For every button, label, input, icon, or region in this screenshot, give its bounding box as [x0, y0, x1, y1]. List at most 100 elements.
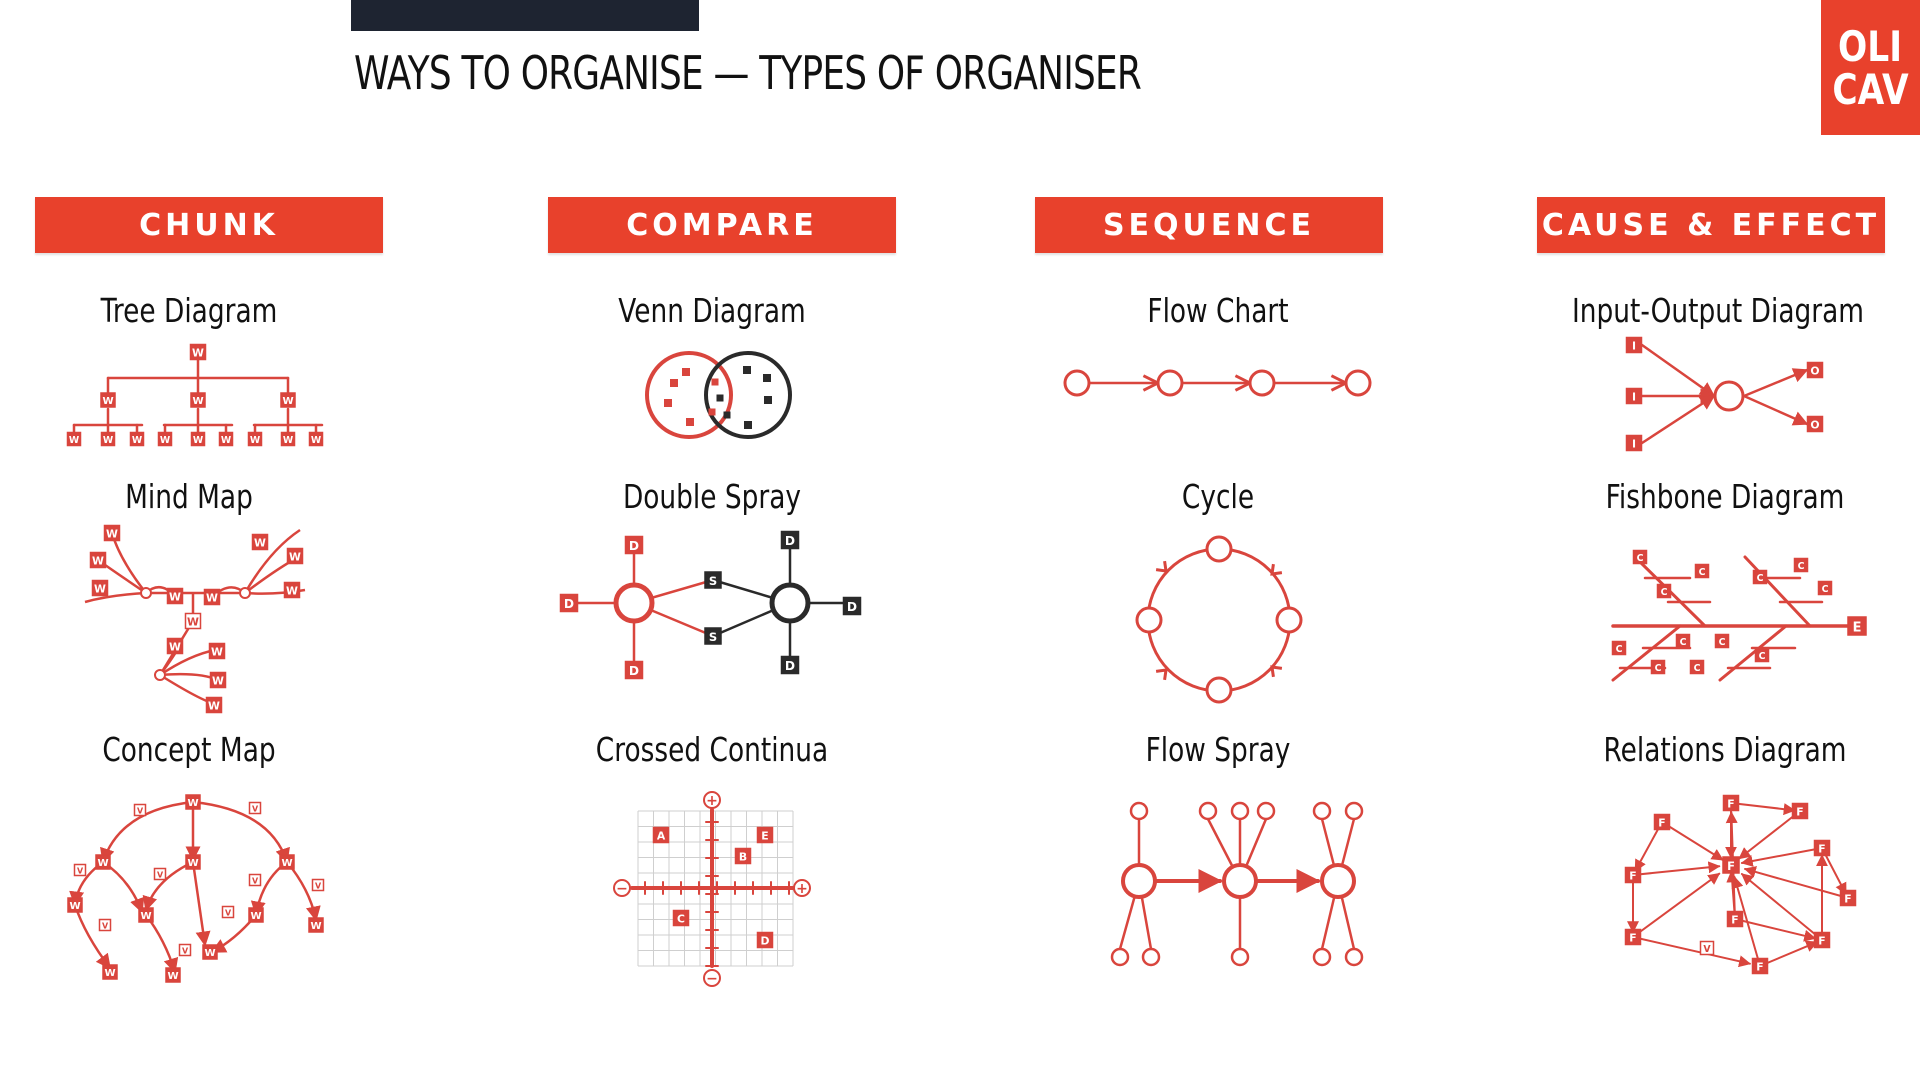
- effect-box-text: E: [1853, 620, 1862, 635]
- flow-spray-sub-node: [1344, 801, 1364, 821]
- flow-spray-sub-node: [1141, 947, 1161, 967]
- relation-verb-box-text: V: [1703, 944, 1711, 955]
- mind-map-box: [91, 579, 109, 597]
- venn-diagram: [645, 351, 792, 439]
- quadrant-box-text: B: [739, 851, 747, 864]
- double-spray-detail-box-text: D: [564, 597, 574, 611]
- mind-map-box: [286, 547, 304, 565]
- label-venn-diagram: Venn Diagram: [618, 291, 806, 330]
- venn-circle-left: [645, 351, 733, 439]
- cycle-arrowhead: [1270, 563, 1283, 576]
- concept-link-box-text: V: [157, 870, 164, 879]
- category-chunk: CHUNK: [35, 197, 383, 253]
- factor-box: [1726, 910, 1744, 928]
- cause-box: [1675, 633, 1691, 649]
- tree-leaf-box-text: W: [283, 435, 294, 446]
- mind-map-box: [103, 524, 121, 542]
- mind-map-box: [89, 551, 107, 569]
- node: [140, 587, 152, 599]
- tree-leaf-box-text: W: [193, 435, 204, 446]
- label-flow-spray: Flow Spray: [1145, 730, 1291, 769]
- flow-chart-step: [1063, 369, 1091, 397]
- flow-chart-step: [1156, 369, 1184, 397]
- concept-link-box: [98, 918, 112, 932]
- tree-branch-box-text: W: [102, 396, 113, 407]
- logo-line-1: OLI: [1838, 21, 1903, 71]
- concept-box-text: W: [204, 948, 215, 959]
- connector: [250, 860, 288, 917]
- cause-box-text: C: [1661, 587, 1668, 598]
- node: [154, 669, 166, 681]
- cycle-arrowhead: [1155, 560, 1168, 573]
- flow-chart: [1063, 369, 1372, 397]
- top-bar: [351, 0, 699, 31]
- concept-link-box: [73, 863, 87, 877]
- concept-link-box-text: V: [182, 946, 189, 955]
- tree-leaf-box: [218, 431, 234, 447]
- concept-box-text: W: [97, 858, 108, 869]
- quadrant-box: [756, 931, 774, 949]
- factor-box-text: F: [1818, 935, 1825, 948]
- cause-box-text: C: [1822, 584, 1829, 595]
- cause-box: [1650, 659, 1666, 675]
- double-spray-detail-box-text: D: [629, 539, 639, 553]
- connector: [191, 861, 211, 947]
- tree-leaf-box-text: W: [311, 435, 322, 446]
- flow-spray-sub-node: [1129, 801, 1149, 821]
- factor-box: [1653, 813, 1671, 831]
- concept-box-text: W: [310, 921, 321, 932]
- cause-box-text: C: [1637, 553, 1644, 564]
- venn-dot-left: [664, 399, 672, 407]
- category-cause-effect: CAUSE & EFFECT: [1537, 197, 1885, 253]
- concept-link-box: [133, 803, 147, 817]
- connector: [1718, 624, 1788, 682]
- concept-box: [248, 907, 264, 923]
- flow-spray-main-node: [1320, 863, 1356, 899]
- quadrant-box: [672, 909, 690, 927]
- double-spray-similarity-box: [704, 627, 722, 645]
- continuum-end: [703, 969, 721, 987]
- mind-map-box: [205, 696, 223, 714]
- tree-leaf-box: [308, 431, 324, 447]
- concept-box: [67, 897, 83, 913]
- mind-map-box-text: W: [212, 675, 224, 688]
- factor-box-text: F: [1796, 806, 1803, 819]
- continuum-end-sign: +: [796, 881, 808, 897]
- double-spray-detail-box: [780, 530, 800, 550]
- concept-box-text: W: [187, 858, 198, 869]
- input-box: [1625, 434, 1643, 452]
- cycle-step: [1205, 676, 1233, 704]
- flow-spray-main-node: [1121, 863, 1157, 899]
- cause-box: [1632, 549, 1648, 565]
- concept-box: [102, 964, 118, 980]
- tree-leaf-box: [129, 431, 145, 447]
- double-spray-detail-box: [842, 596, 862, 616]
- cycle-step: [1275, 606, 1303, 634]
- label-fishbone-diagram: Fishbone Diagram: [1605, 477, 1845, 516]
- mind-map-centre-box-text: W: [187, 616, 199, 629]
- label-relations-diagram: Relations Diagram: [1603, 730, 1847, 769]
- cycle-step: [1135, 606, 1163, 634]
- mind-map-box-text: W: [211, 646, 223, 659]
- factor-box: [1839, 889, 1857, 907]
- factor-box-text: F: [1756, 961, 1763, 974]
- concept-link-box-text: V: [315, 881, 322, 890]
- cycle-ring: [1146, 547, 1292, 693]
- mind-map-box-text: W: [254, 537, 266, 550]
- connector: [145, 914, 179, 974]
- concept-link-box: [153, 867, 167, 881]
- venn-dot-left: [670, 379, 678, 387]
- label-tree-diagram: Tree Diagram: [100, 291, 278, 330]
- flow-spray: [1110, 801, 1364, 967]
- flow-spray-sub-node: [1110, 947, 1130, 967]
- flow-spray-sub-node: [1256, 801, 1276, 821]
- double-spray-detail-box: [559, 593, 579, 613]
- tree-leaf-box-text: W: [132, 435, 143, 446]
- tree-branch-box-text: W: [192, 396, 203, 407]
- cause-box-text: C: [1680, 637, 1687, 648]
- mind-map-box: [283, 581, 301, 599]
- concept-box: [165, 967, 181, 983]
- venn-dot-shared: [708, 408, 716, 416]
- venn-dot-shared: [723, 411, 731, 419]
